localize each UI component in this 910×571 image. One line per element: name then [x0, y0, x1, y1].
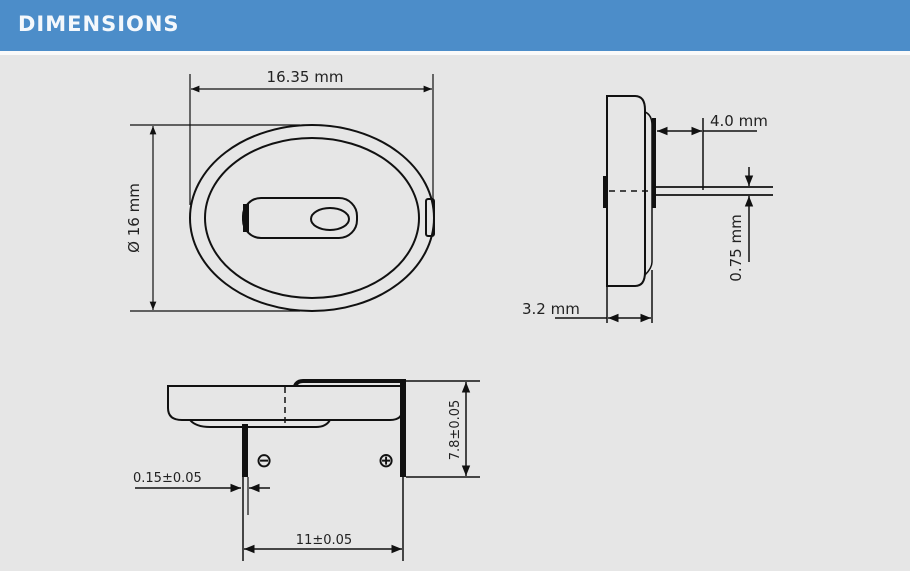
bottom-view: [135, 379, 480, 561]
side-tab: [425, 198, 435, 237]
front-view: [130, 74, 435, 312]
side-bump: [603, 176, 608, 208]
tab-slot: [242, 197, 358, 239]
negative-lead: [242, 424, 248, 477]
tab-hole: [310, 207, 350, 231]
positive-terminal-symbol: ⊕: [378, 448, 395, 472]
section-header: DIMENSIONS: [0, 0, 910, 55]
width-dimension-label: 16.35 mm: [267, 68, 344, 86]
cell-inner-rim: [204, 137, 420, 299]
height-dimension-label: 7.8±0.05: [448, 400, 463, 461]
lead-thickness-dimension-label: 0.15±0.05: [133, 471, 202, 486]
diameter-dimension-label: Ø 16 mm: [125, 183, 143, 253]
pitch-dimension-label: 11±0.05: [296, 533, 352, 548]
positive-lead: [400, 381, 406, 477]
section-title: DIMENSIONS: [18, 12, 180, 36]
lead-thickness-label: 0.75 mm: [727, 214, 745, 281]
negative-terminal-symbol: ⊖: [256, 448, 273, 472]
cell-body-side: [606, 95, 646, 287]
lead-length-label: 4.0 mm: [710, 112, 768, 130]
side-view: [555, 95, 773, 323]
body-thickness-label: 3.2 mm: [522, 300, 580, 318]
